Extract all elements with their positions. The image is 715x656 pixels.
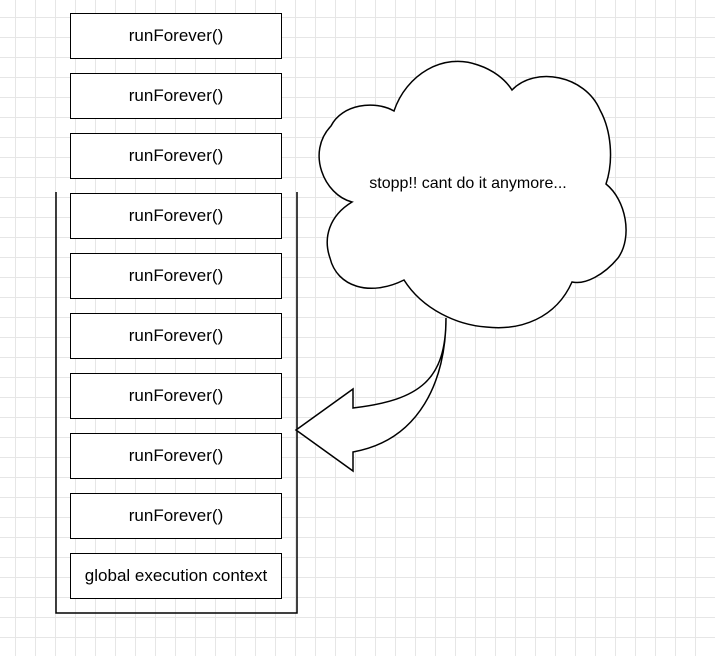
stack-frame-label: runForever(): [128, 326, 224, 345]
stack-frame-label: runForever(): [128, 86, 224, 105]
call-stack-container: [55, 192, 298, 614]
stack-frame-run-forever-2: runForever(): [70, 433, 282, 479]
stack-frame-label: runForever(): [128, 26, 224, 45]
stack-frame-run-forever-5: runForever(): [70, 253, 282, 299]
thought-cloud-text: stopp!! cant do it anymore...: [369, 175, 567, 192]
stack-frame-label: runForever(): [128, 146, 224, 165]
stack-frame-run-forever-7: runForever(): [70, 133, 282, 179]
stack-frame-run-forever-9: runForever(): [70, 13, 282, 59]
stack-frame-label: runForever(): [128, 206, 224, 225]
stack-frame-run-forever-8: runForever(): [70, 73, 282, 119]
stack-frame-run-forever-1: runForever(): [70, 493, 282, 539]
stack-frame-run-forever-3: runForever(): [70, 373, 282, 419]
callout-arrow: [294, 317, 447, 473]
stack-frame-run-forever-6: runForever(): [70, 193, 282, 239]
thought-cloud: [318, 60, 627, 329]
stack-frame-label: runForever(): [128, 386, 224, 405]
stack-frame-label: global execution context: [84, 566, 268, 585]
stack-frame-global-execution-context: global execution context: [70, 553, 282, 599]
stack-frame-label: runForever(): [128, 506, 224, 525]
stack-frame-run-forever-4: runForever(): [70, 313, 282, 359]
stack-frame-label: runForever(): [128, 266, 224, 285]
stack-frame-label: runForever(): [128, 446, 224, 465]
